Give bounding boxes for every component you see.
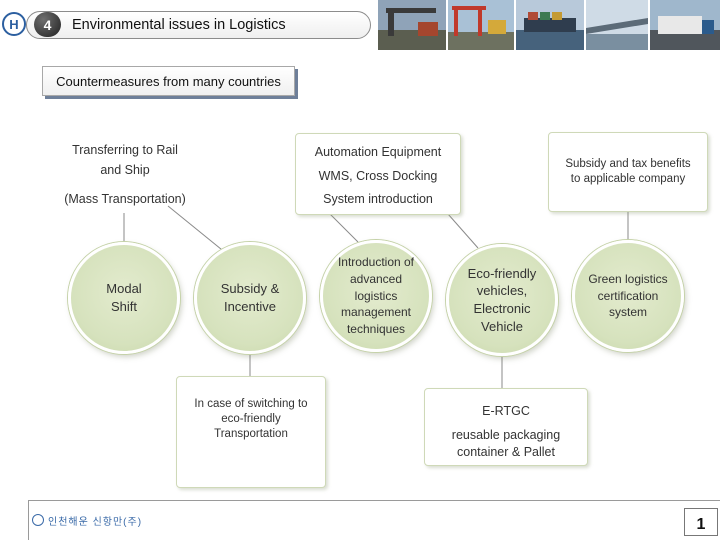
footer-company-name: 인천해운 신항만(주) [48, 517, 143, 528]
automation-line1: Automation Equipment [314, 145, 442, 159]
circle-advanced-techniques-label: Introduction of advanced logistics manag… [337, 255, 415, 337]
footer-divider [28, 500, 720, 501]
page-number: 1 [684, 508, 718, 536]
circle-modal-shift: Modal Shift [68, 242, 180, 354]
page-title: Environmental issues in Logistics [72, 17, 286, 33]
section-subtitle: Countermeasures from many countries [42, 66, 295, 96]
header-photo-crane [378, 0, 446, 50]
header-photo-bridge [586, 0, 648, 50]
rail-ship-line2: and Ship [100, 163, 150, 177]
header-photo-truck [650, 0, 720, 50]
footer-logo-icon [32, 514, 44, 526]
ertgc-title: E-RTGC [482, 404, 530, 418]
ertgc-description: reusable packaging container & Pallet [451, 428, 561, 459]
circle-subsidy-incentive: Subsidy & Incentive [194, 242, 306, 354]
connector-automation-to-vehicles [447, 213, 479, 249]
circle-green-certification-label: Green logistics certification system [588, 271, 668, 320]
company-logo-icon: H [2, 12, 26, 36]
circle-advanced-techniques: Introduction of advanced logistics manag… [320, 240, 432, 352]
circle-modal-shift-label: Modal Shift [106, 281, 142, 314]
circle-eco-vehicles: Eco-friendly vehicles, Electronic Vehicl… [446, 244, 558, 356]
automation-box: Automation Equipment WMS, Cross Docking … [295, 133, 461, 215]
automation-line2: WMS, Cross Docking [318, 169, 438, 183]
subsidy-tax-box: Subsidy and tax benefits to applicable c… [548, 132, 708, 212]
rail-ship-line3: (Mass Transportation) [64, 192, 186, 206]
circle-subsidy-incentive-label: Subsidy & Incentive [220, 281, 280, 314]
header-bar [26, 11, 371, 39]
ertgc-box: E-RTGC reusable packaging container & Pa… [424, 388, 588, 466]
circle-green-certification: Green logistics certification system [572, 240, 684, 352]
connector-automation-to-techniques [329, 213, 359, 243]
switching-box: In case of switching to eco-friendly Tra… [176, 376, 326, 488]
circle-eco-vehicles-label: Eco-friendly vehicles, Electronic Vehicl… [467, 265, 537, 334]
header-photo-ship [516, 0, 584, 50]
switching-text: In case of switching to eco-friendly Tra… [194, 398, 308, 440]
rail-ship-box: Transferring to Rail and Ship (Mass Tran… [55, 138, 195, 214]
footer-divider-vertical [28, 500, 29, 540]
subsidy-tax-text: Subsidy and tax benefits to applicable c… [565, 158, 691, 185]
automation-line3: System introduction [323, 192, 433, 206]
section-number-badge: 4 [34, 12, 61, 37]
header-photo-gantry [448, 0, 514, 50]
rail-ship-line1: Transferring to Rail [72, 143, 178, 157]
